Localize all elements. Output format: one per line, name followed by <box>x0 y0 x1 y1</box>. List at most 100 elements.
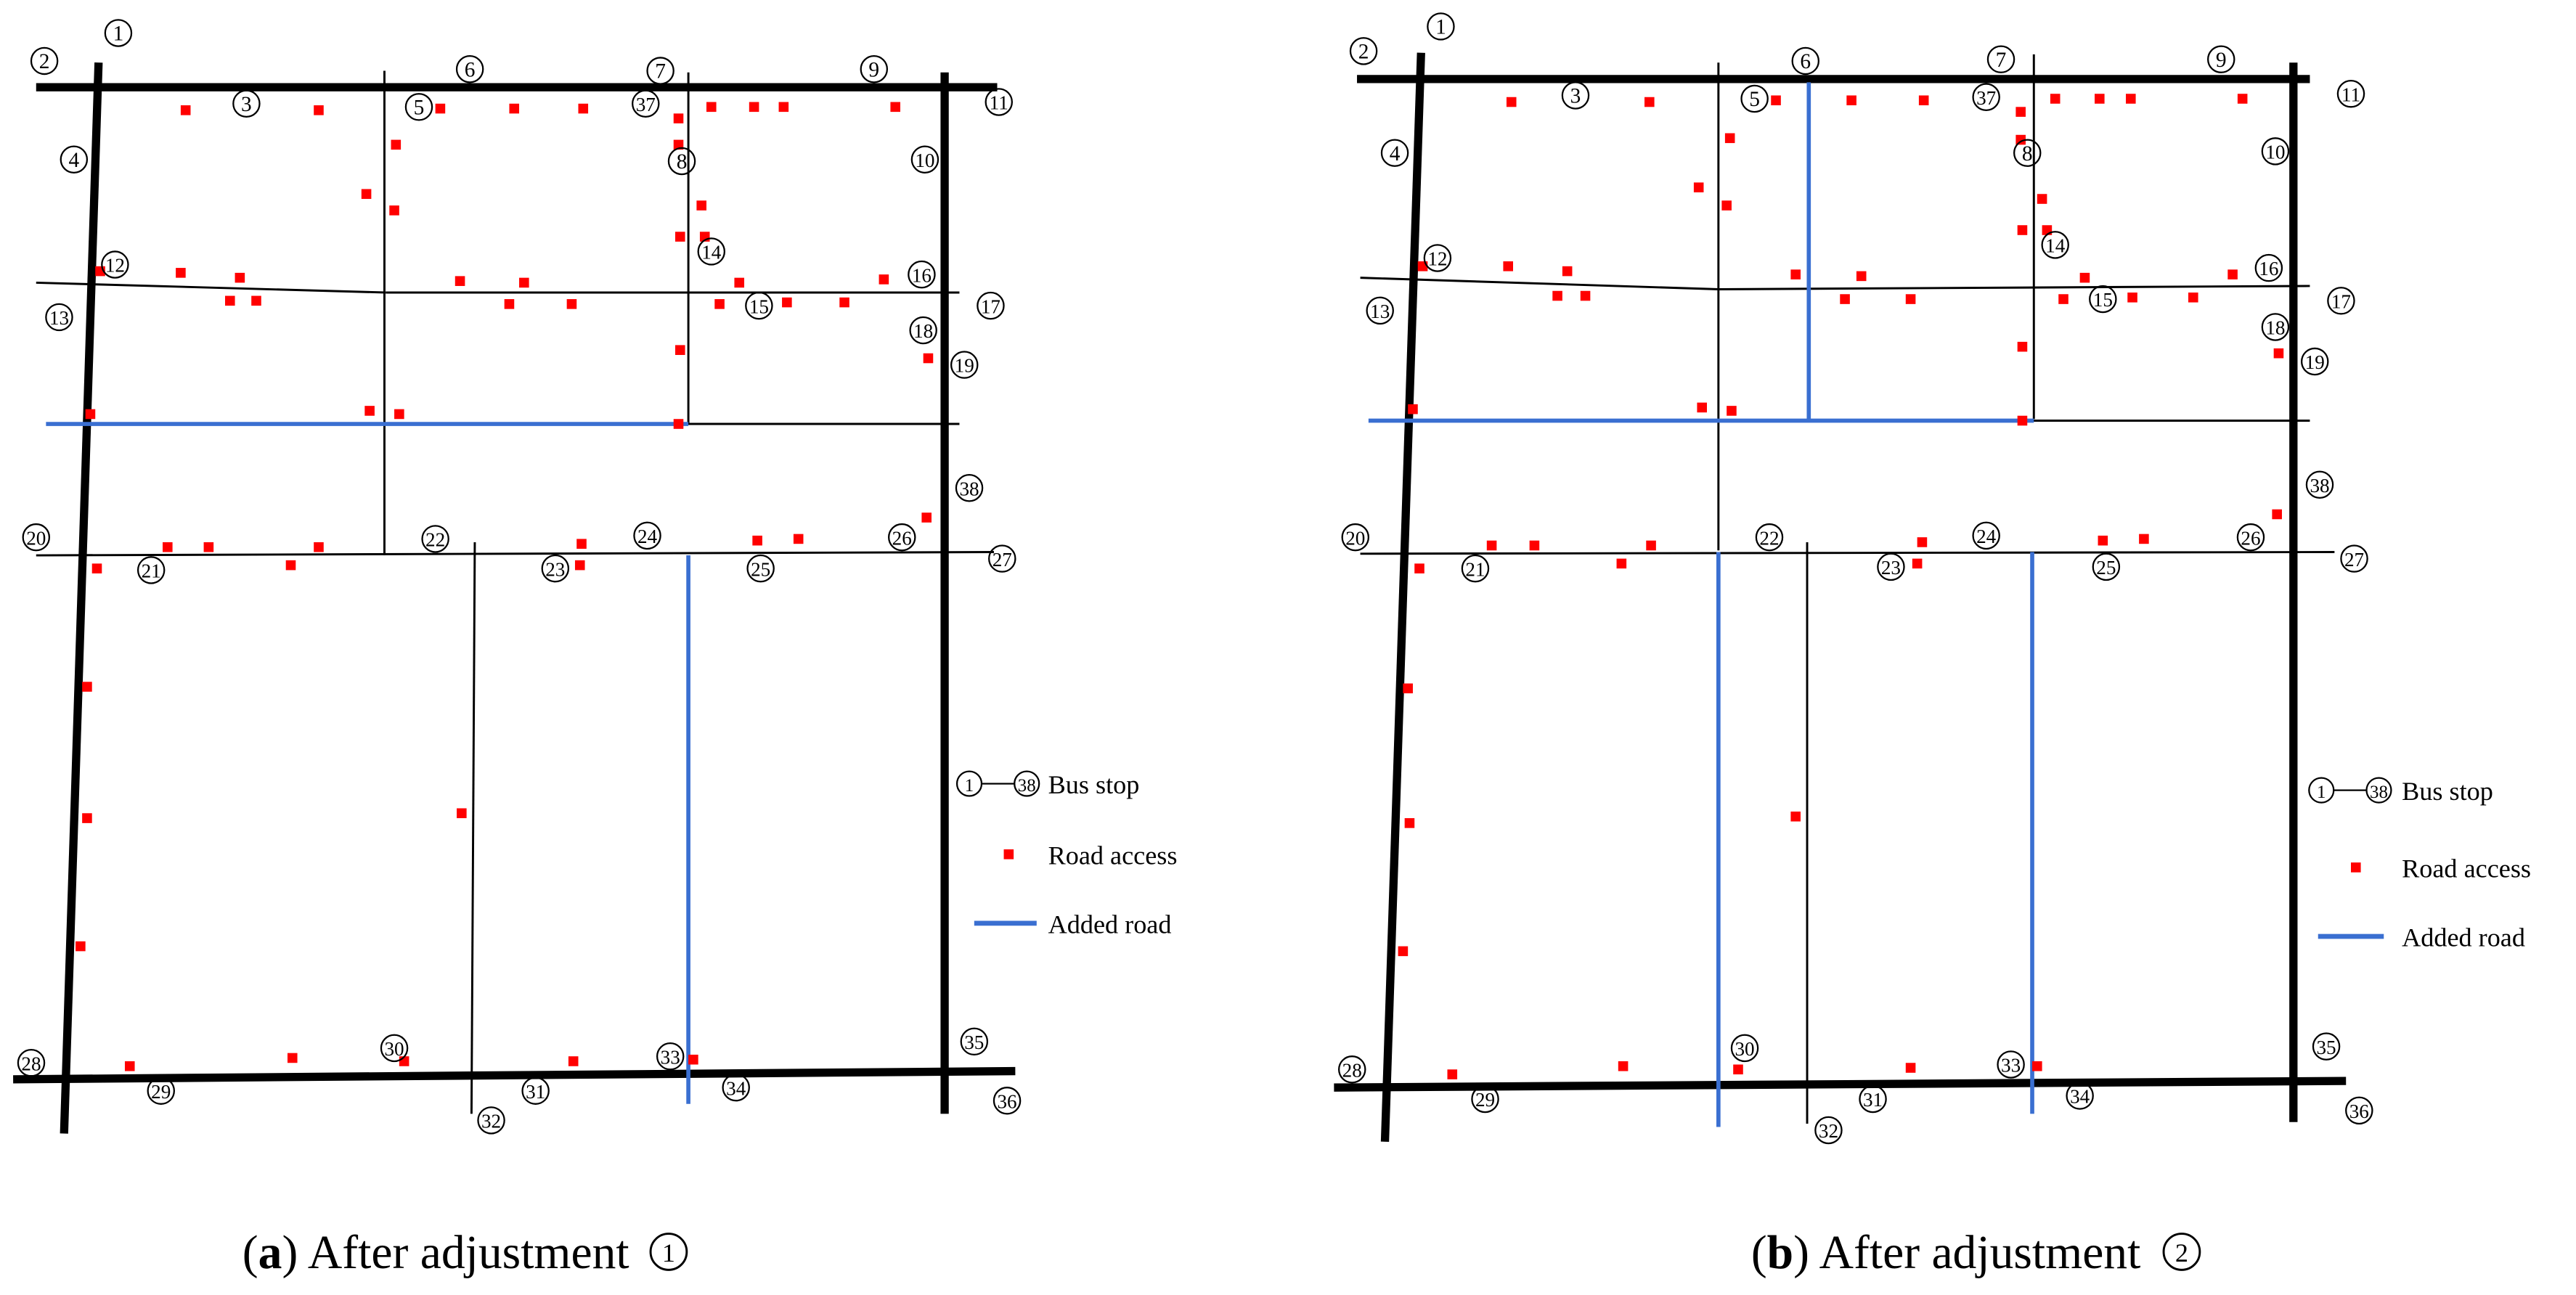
road-access-marker-icon <box>673 113 684 123</box>
bus-stop-8: 8 <box>2013 139 2042 167</box>
bus-stop-4: 4 <box>1380 139 1409 167</box>
bus-stop-24: 24 <box>633 521 661 550</box>
bus-stop-circle-icon <box>697 237 726 266</box>
road-access-marker-icon <box>1905 294 1916 304</box>
bus-stop-13: 13 <box>45 303 73 332</box>
bus-stop-circle-icon <box>646 57 674 85</box>
bus-stop-label: 12 <box>105 255 125 277</box>
bus-stop-16: 16 <box>908 260 936 289</box>
bus-stop-26: 26 <box>2236 523 2265 552</box>
road-access-marker-icon <box>203 542 214 552</box>
road-access-marker-icon <box>793 534 804 544</box>
bus-stop-label: 15 <box>749 295 769 317</box>
bus-stop-35: 35 <box>960 1027 989 1056</box>
bus-stop-circle-icon <box>2305 470 2334 499</box>
road-segment <box>1360 551 2335 555</box>
panel-b-caption-text: After adjustment <box>1819 1227 2141 1279</box>
road-access-marker-icon <box>394 409 404 420</box>
panel-a-added-roads <box>46 422 690 1104</box>
bus-stop-11: 11 <box>2336 79 2365 108</box>
legend-bus-stop-label: Bus stop <box>2402 777 2493 806</box>
bus-stop-label: 22 <box>425 529 445 551</box>
legend-bus-stop-from: 1 <box>965 776 974 796</box>
bus-stop-circle-icon <box>101 250 129 279</box>
bus-stop-label: 35 <box>2316 1037 2336 1058</box>
road-access-marker-icon <box>1618 1061 1629 1071</box>
bus-stop-circle-icon <box>2041 231 2069 259</box>
bus-stop-label: 38 <box>959 478 979 499</box>
legend-bus-stop-icon: 1 38 <box>955 770 1040 797</box>
legend-bus-stop-icon: 1 38 <box>2308 777 2392 804</box>
bus-stop-circle-icon <box>1859 1084 1887 1114</box>
bus-stop-label: 31 <box>526 1081 545 1103</box>
bus-stop-circle-icon <box>60 145 89 173</box>
bus-stop-9: 9 <box>2207 45 2235 73</box>
bus-stop-label: 11 <box>990 92 1008 114</box>
bus-stop-19: 19 <box>2300 347 2329 376</box>
bus-stop-label: 5 <box>414 96 425 119</box>
road-access-marker-icon <box>879 274 889 285</box>
bus-stop-circle-icon <box>1341 523 1370 552</box>
panel-a-road-access-points <box>76 102 934 1071</box>
road-access-marker-icon <box>2098 535 2108 546</box>
bus-stop-circle-icon <box>746 554 775 583</box>
bus-stop-circle-icon <box>2066 1082 2094 1110</box>
road-access-marker-icon <box>457 808 467 819</box>
road-access-marker-icon <box>2272 509 2282 520</box>
road-access-marker-icon <box>674 345 685 355</box>
bus-stop-label: 9 <box>868 58 879 81</box>
bus-stop-circle-icon <box>1814 1116 1843 1145</box>
bus-stop-16: 16 <box>2254 253 2283 282</box>
road-access-marker-icon <box>1447 1069 1458 1079</box>
road-access-marker-icon <box>1403 683 1413 694</box>
bus-stop-label: 5 <box>1749 88 1760 111</box>
legend-bus-stop-label: Bus stop <box>1048 770 1140 799</box>
bus-stop-circle-icon <box>722 1073 750 1102</box>
road-access-marker-icon <box>752 535 762 546</box>
bus-stop-circle-icon <box>1755 523 1784 552</box>
bus-stop-5: 5 <box>1740 84 1769 113</box>
road-access-marker-icon <box>1646 540 1656 551</box>
bus-stop-circle-icon <box>455 55 484 83</box>
bus-stop-circle-icon <box>2340 544 2368 573</box>
bus-stop-label: 19 <box>2305 351 2325 373</box>
road-access-marker-icon <box>1790 269 1801 279</box>
bus-stop-12: 12 <box>101 250 129 279</box>
bus-stop-label: 23 <box>545 558 565 580</box>
bus-stop-27: 27 <box>2340 544 2368 573</box>
bus-stop-13: 13 <box>1366 296 1394 325</box>
bus-stop-circle-icon <box>1427 12 1455 41</box>
bus-stop-label: 6 <box>1800 50 1811 73</box>
bus-stop-label: 4 <box>1390 142 1401 166</box>
road-access-marker-icon <box>519 277 529 288</box>
bus-stop-30: 30 <box>1730 1034 1759 1063</box>
bus-stop-32: 32 <box>1814 1116 1843 1145</box>
road-access-marker-icon <box>2050 94 2061 104</box>
bus-stop-label: 34 <box>2070 1086 2090 1108</box>
bus-stop-label: 13 <box>1370 301 1390 322</box>
bus-stop-label: 29 <box>151 1081 171 1103</box>
bus-stop-circle-icon <box>632 89 660 118</box>
bus-stop-circle-icon <box>1338 1055 1366 1084</box>
bus-stop-circle-icon <box>633 521 661 550</box>
bus-stop-label: 33 <box>661 1046 680 1068</box>
bus-stop-label: 28 <box>21 1053 41 1074</box>
bus-stop-circle-icon <box>1366 296 1394 325</box>
road-access-marker-icon <box>124 1061 135 1071</box>
bus-stop-6: 6 <box>1791 46 1820 75</box>
panel-a-caption-symbol: 1 <box>662 1238 675 1267</box>
bus-stop-2: 2 <box>30 46 59 75</box>
bus-stop-circle-icon <box>955 474 984 502</box>
bus-stop-label: 37 <box>1976 87 1996 109</box>
bus-stop-label: 38 <box>2310 475 2329 497</box>
road-access-marker-icon <box>749 102 759 113</box>
road-access-marker-icon <box>364 406 375 416</box>
bus-stop-circle-icon <box>1471 1084 1499 1114</box>
road-access-marker-icon <box>389 205 399 216</box>
bus-stop-7: 7 <box>1986 45 2015 73</box>
road-access-marker-icon <box>1912 558 1923 569</box>
bus-stop-35: 35 <box>2312 1032 2341 1061</box>
panel-b-caption-symbol: 2 <box>2175 1238 2188 1267</box>
road-access-marker-icon <box>224 295 235 306</box>
